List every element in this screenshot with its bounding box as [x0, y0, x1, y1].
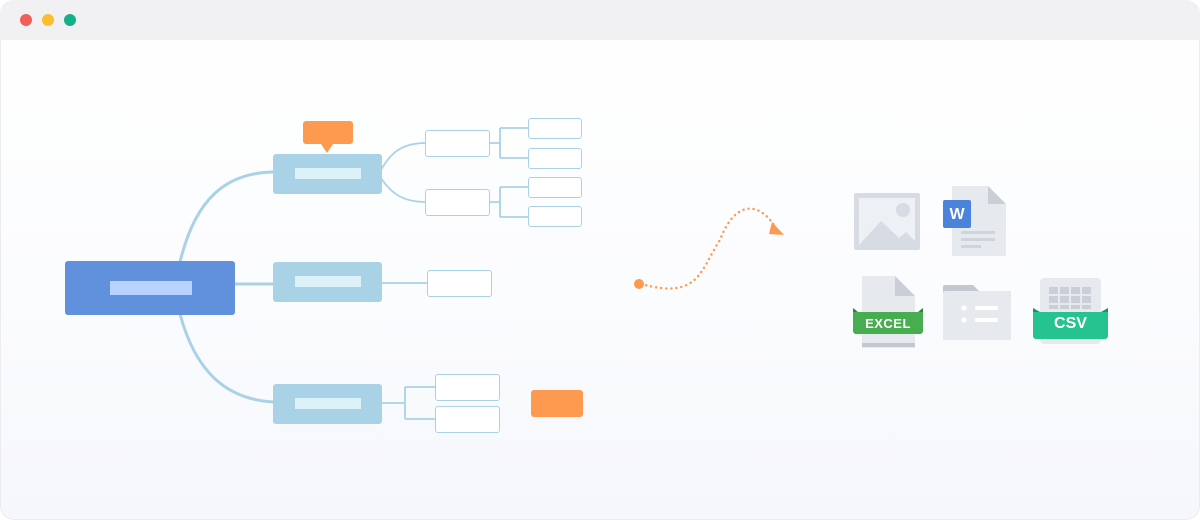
csv-file-icon[interactable] — [1033, 278, 1108, 346]
word-file-icon[interactable] — [943, 186, 1007, 258]
leaf-node[interactable] — [528, 177, 582, 198]
connector-sub1-leaves — [490, 127, 529, 159]
connector-topic1-sub2 — [380, 177, 427, 203]
tag-node[interactable] — [531, 390, 583, 417]
export-arrow-path — [639, 207, 779, 290]
subtopic-node[interactable] — [435, 374, 500, 401]
connector-topic3-subs — [381, 386, 436, 420]
subtopic-node[interactable] — [425, 189, 490, 216]
topic-node-3[interactable] — [273, 384, 382, 424]
folder-icon[interactable] — [943, 285, 1011, 340]
root-node-text-placeholder — [110, 281, 192, 295]
leaf-node[interactable] — [528, 118, 582, 139]
connector-root-topic3 — [178, 313, 276, 404]
topic-node-1[interactable] — [273, 154, 382, 194]
excel-file-icon[interactable] — [853, 275, 923, 350]
leaf-node[interactable] — [528, 206, 582, 227]
callout-pointer — [321, 144, 333, 153]
callout-note[interactable] — [303, 121, 353, 144]
subtopic-node[interactable] — [435, 406, 500, 433]
topic-text-placeholder — [295, 168, 361, 179]
image-file-icon[interactable] — [854, 193, 920, 251]
root-node[interactable] — [65, 261, 235, 315]
csv-badge-label: CSV — [1054, 315, 1087, 332]
export-arrow-head — [769, 222, 784, 235]
word-badge-label: W — [949, 206, 965, 223]
subtopic-node[interactable] — [427, 270, 492, 297]
leaf-node[interactable] — [528, 148, 582, 169]
connector-topic1-sub1 — [380, 142, 427, 171]
topic-text-placeholder — [295, 398, 361, 409]
topic-text-placeholder — [295, 276, 361, 287]
excel-badge-label: EXCEL — [865, 316, 911, 331]
connector-sub2-leaves — [490, 186, 529, 218]
connector-root-topic1 — [178, 170, 276, 263]
subtopic-node[interactable] — [425, 130, 490, 157]
title-bar — [0, 0, 1200, 40]
export-arrow-start-dot — [634, 279, 644, 289]
minimize-window-button[interactable] — [42, 14, 54, 26]
close-window-button[interactable] — [20, 14, 32, 26]
maximize-window-button[interactable] — [64, 14, 76, 26]
topic-node-2[interactable] — [273, 262, 382, 302]
